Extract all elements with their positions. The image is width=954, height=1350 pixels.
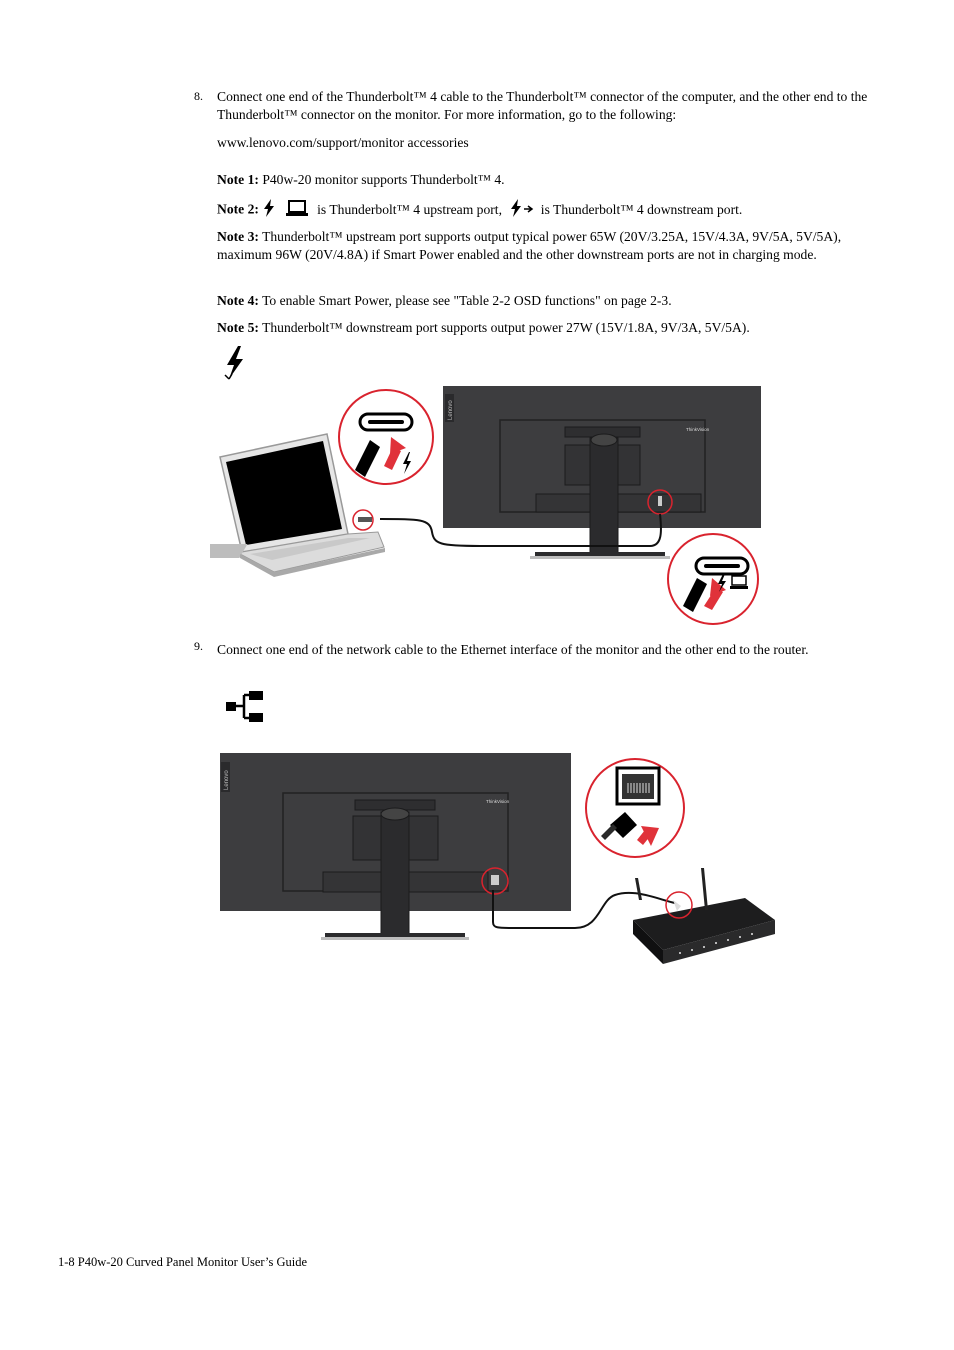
note-3-text: Thunderbolt™ upstream port supports outp… [217, 229, 842, 262]
note-5: Note 5: Thunderbolt™ downstream port sup… [217, 319, 877, 337]
ethernet-connection-figure: Lenovo ThinkVision [215, 750, 775, 975]
step-8-text: Connect one end of the Thunderbolt™ 4 ca… [217, 89, 868, 122]
note-2-text-a: is Thunderbolt™ 4 upstream port, [317, 201, 502, 217]
thunderbolt-downstream-icon [509, 199, 535, 222]
note-4: Note 4: To enable Smart Power, please se… [217, 292, 877, 310]
note-5-label: Note 5: [217, 320, 259, 335]
note-1: Note 1: P40w-20 monitor supports Thunder… [217, 171, 877, 189]
support-url: www.lenovo.com/support/monitor accessori… [217, 135, 469, 150]
thunderbolt-connection-figure: Lenovo ThinkVision [201, 382, 770, 632]
note-2-text-b: is Thunderbolt™ 4 downstream port. [540, 201, 743, 217]
note-3-label: Note 3: [217, 229, 259, 244]
monitor-logo-2: Lenovo [224, 770, 230, 790]
monitor-badge: ThinkVision [686, 427, 710, 432]
note-4-text: To enable Smart Power, please see "Table… [262, 293, 672, 308]
note-5-text: Thunderbolt™ downstream port supports ou… [262, 320, 750, 335]
note-2-label: Note 2: [217, 201, 259, 217]
monitor-logo: Lenovo [448, 400, 454, 420]
thunderbolt-icon [262, 199, 276, 222]
note-2: Note 2: is Thunderbolt™ 4 upstream port,… [217, 199, 877, 222]
laptop-drawing [201, 433, 385, 577]
note-1-text: P40w-20 monitor supports Thunderbolt™ 4. [262, 172, 505, 187]
monitor-badge-2: ThinkVision [486, 799, 510, 804]
router-drawing [633, 868, 775, 964]
note-1-label: Note 1: [217, 172, 259, 187]
page-footer: 1-8 P40w-20 Curved Panel Monitor User’s … [58, 1255, 308, 1269]
note-3: Note 3: Thunderbolt™ upstream port suppo… [217, 228, 877, 264]
step-9-number: 9. [194, 639, 203, 653]
laptop-icon [285, 199, 308, 222]
step-9-text: Connect one end of the network cable to … [217, 642, 809, 657]
ethernet-icon [226, 690, 264, 729]
thunderbolt-port-icon [222, 346, 248, 387]
note-4-label: Note 4: [217, 293, 259, 308]
step-8-number: 8. [194, 89, 203, 103]
